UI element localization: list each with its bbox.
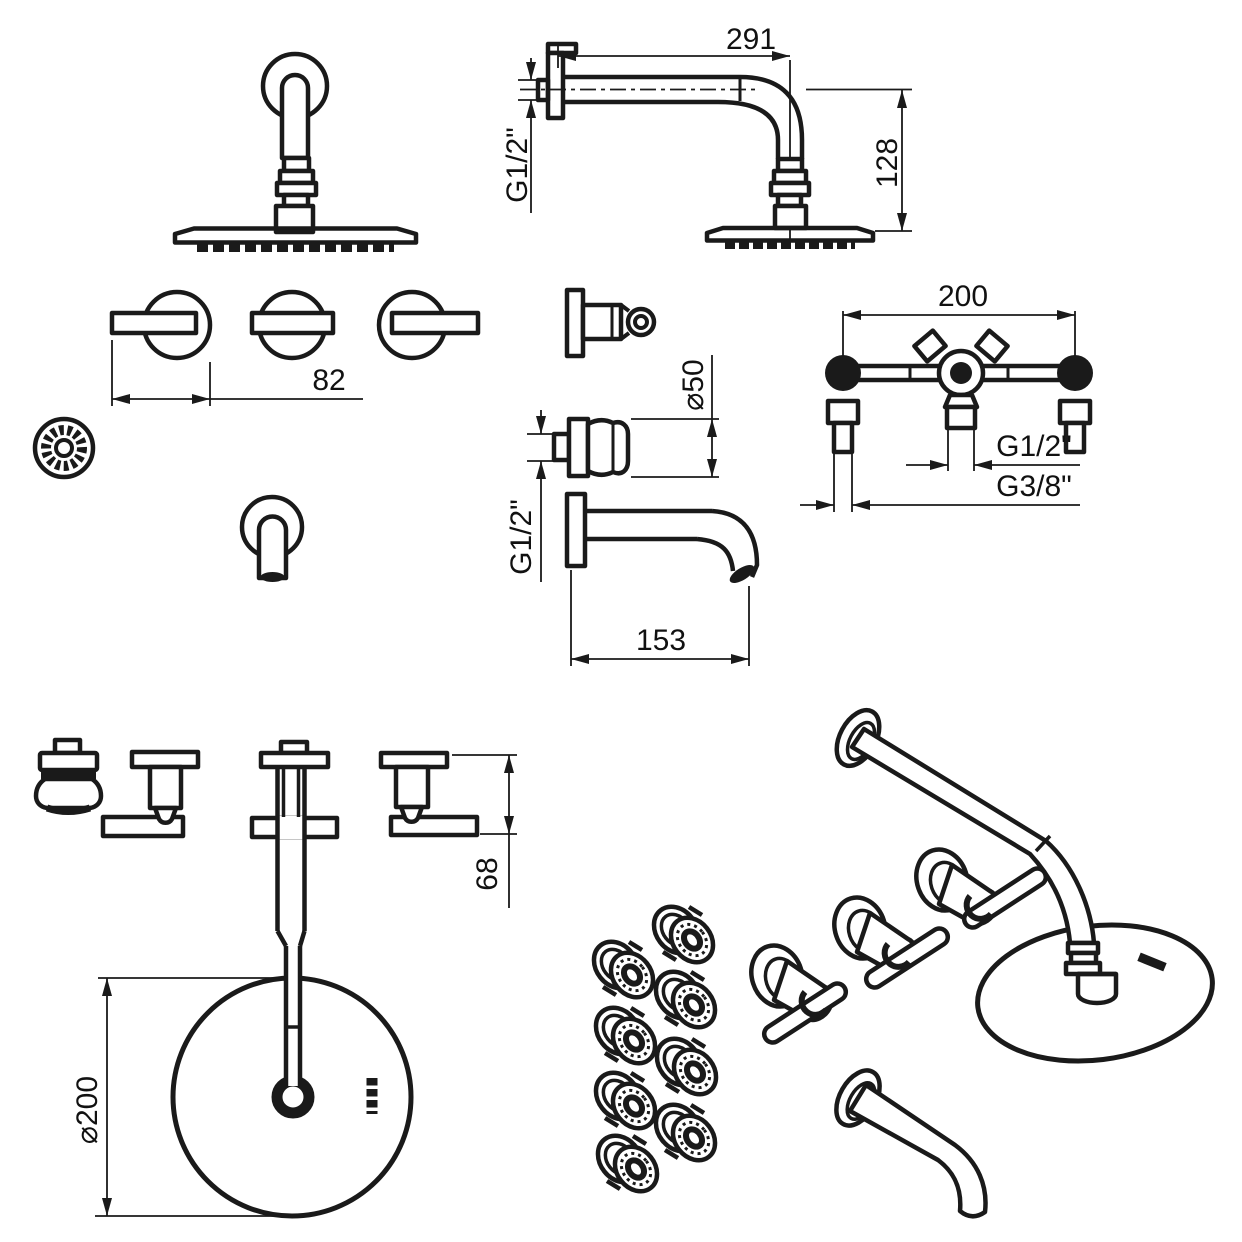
shower-arm-side-view: 291 G1/2" 128 (501, 23, 912, 249)
body-jet-set (585, 898, 725, 1200)
dim-handle-height: 68 (452, 754, 517, 908)
handle-side-left (100, 749, 201, 839)
dim-g38-valve-label: G3/8" (996, 470, 1072, 503)
spout-tube (256, 514, 289, 581)
dim-d200-label: ⌀200 (71, 1076, 104, 1144)
union-ball-left (825, 355, 861, 391)
dim-spout-length: 153 (570, 570, 750, 666)
hex-nut-left (825, 398, 861, 426)
shower-head-disc (704, 225, 876, 243)
outlet-port (944, 404, 978, 431)
dim-valve-inlet-thread: G3/8" (800, 453, 1080, 512)
dim-control-diameter: ⌀50 (631, 355, 719, 478)
arm-tube (279, 72, 311, 161)
hex-nut-right (1057, 398, 1093, 426)
body-jet (647, 1096, 724, 1169)
perforated-ring (41, 425, 87, 471)
handle-lever-right (389, 310, 481, 336)
brand-mark (1137, 952, 1167, 972)
dim-valve-outlet-thread: G1/2" (906, 429, 1080, 471)
volume-control-side-view: ⌀50 G1/2" (505, 355, 719, 582)
body-jet (648, 1030, 725, 1103)
perspective-set (585, 707, 1215, 1219)
dim-d50-label: ⌀50 (677, 359, 710, 410)
lever-hub (798, 990, 829, 1018)
shower-head-disc (172, 226, 419, 245)
body-jet (589, 1127, 666, 1200)
dim-291-label: 291 (726, 23, 776, 56)
handle-perspective-3 (909, 843, 1049, 930)
lever (961, 866, 1049, 930)
nozzle-bell (33, 776, 104, 811)
dim-head-diameter: ⌀200 (71, 977, 292, 1217)
escutcheon-side (564, 491, 588, 569)
spray-face (45, 804, 92, 815)
dim-arm-thread: G1/2" (501, 58, 547, 213)
handle-side-view (564, 287, 657, 359)
union-ball-right (1057, 355, 1093, 391)
spout-side-view: 153 (564, 491, 760, 666)
lever-hub (881, 942, 912, 970)
lever (100, 814, 186, 839)
body-jet (585, 933, 662, 1006)
body-jet (645, 898, 722, 971)
dim-handle-pitch: 82 (111, 340, 363, 406)
handle-trio-front-view: 82 (109, 289, 481, 406)
handle-side-right (378, 750, 480, 838)
inlet-left (831, 420, 855, 455)
dim-200-label: 200 (938, 280, 988, 313)
escutcheon-side (566, 416, 591, 479)
dim-control-thread: G1/2" (505, 410, 556, 582)
dim-128-label: 128 (871, 138, 904, 188)
valve-port-right (974, 328, 1010, 364)
dim-82-label: 82 (312, 364, 345, 397)
seal-band (41, 770, 96, 779)
handle-lever-center (249, 310, 336, 336)
escutcheon-side (564, 287, 586, 359)
body-jet (647, 963, 724, 1036)
spout-perspective (834, 1068, 988, 1219)
body-jet-face-view (32, 416, 96, 480)
lever (388, 814, 480, 838)
lever-hub (963, 894, 994, 922)
mixer-center (950, 362, 972, 384)
spout-front-view (239, 494, 305, 582)
dim-arm-length: 291 (557, 23, 790, 68)
handle-lever-left (109, 310, 199, 336)
spout-outlet (729, 565, 755, 583)
dim-arm-drop: 128 (806, 88, 912, 232)
control-knob (585, 417, 631, 478)
handle-perspective-2 (827, 891, 951, 990)
ceiling-column (249, 739, 340, 1086)
jet-nozzle-side-view (33, 737, 104, 815)
body-jet (587, 1064, 664, 1137)
overhead-shower-front-view (172, 51, 419, 252)
lever-hub (625, 306, 657, 338)
handle-body (580, 302, 624, 342)
dim-68-label: 68 (471, 857, 504, 890)
concealed-valve-front-view: 200 G1/2" G3/8" (800, 280, 1093, 512)
lever (863, 926, 951, 990)
column-assembly-front-view: ⌀200 68 (71, 739, 517, 1219)
body-jet (587, 999, 664, 1072)
dim-g12-mid-label: G1/2" (505, 499, 538, 575)
dim-g12-arm-label: G1/2" (501, 127, 534, 203)
handle-perspective-1 (744, 939, 849, 1045)
dim-g12-valve-label: G1/2" (996, 430, 1072, 463)
dim-valve-centers: 200 (842, 280, 1076, 356)
valve-port-left (912, 328, 948, 364)
inlet-right (1063, 420, 1087, 455)
spout-outlet (260, 572, 285, 582)
dim-153-label: 153 (636, 624, 686, 657)
